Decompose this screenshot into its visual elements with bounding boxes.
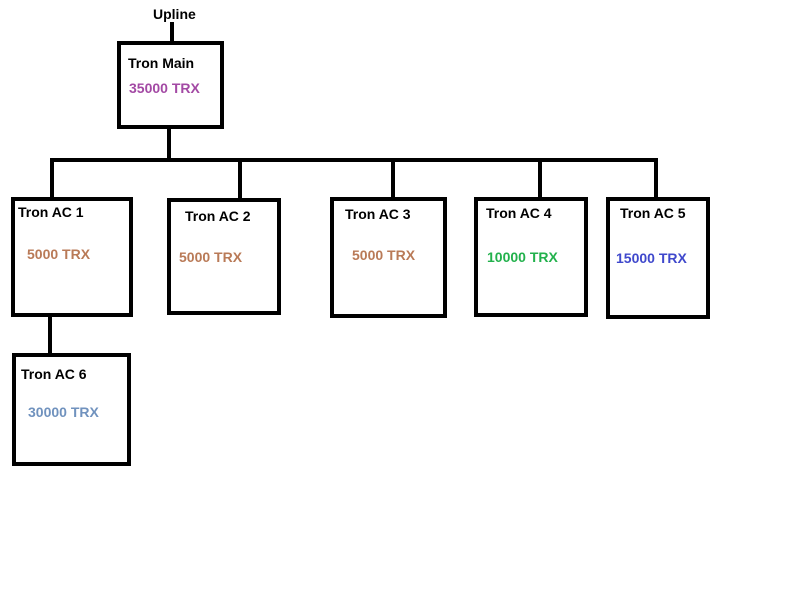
node-amount: 15000 TRX bbox=[616, 250, 687, 266]
node-tron-ac-6: Tron AC 6 30000 TRX bbox=[12, 353, 131, 466]
node-tron-ac-4: Tron AC 4 10000 TRX bbox=[474, 197, 588, 317]
node-amount: 10000 TRX bbox=[487, 249, 558, 265]
node-tron-main: Tron Main 35000 TRX bbox=[117, 41, 224, 129]
node-box bbox=[12, 353, 131, 466]
node-title: Tron AC 6 bbox=[21, 366, 87, 382]
node-box bbox=[474, 197, 588, 317]
node-amount: 5000 TRX bbox=[27, 246, 91, 262]
node-tron-ac-1: Tron AC 1 5000 TRX bbox=[11, 197, 133, 317]
node-box bbox=[606, 197, 710, 319]
node-tron-ac-5: Tron AC 5 15000 TRX bbox=[606, 197, 710, 319]
node-title: Tron AC 4 bbox=[486, 205, 552, 221]
node-amount: 30000 TRX bbox=[28, 404, 99, 420]
node-box bbox=[330, 197, 447, 318]
node-tron-ac-2: Tron AC 2 5000 TRX bbox=[167, 198, 281, 315]
node-title: Tron AC 3 bbox=[345, 206, 411, 222]
node-box bbox=[167, 198, 281, 315]
connectors bbox=[48, 22, 658, 355]
node-box bbox=[117, 41, 224, 129]
node-title: Tron AC 1 bbox=[18, 204, 84, 220]
node-amount: 35000 TRX bbox=[129, 80, 200, 96]
node-amount: 5000 TRX bbox=[352, 247, 416, 263]
node-tron-ac-3: Tron AC 3 5000 TRX bbox=[330, 197, 447, 318]
node-box bbox=[11, 197, 133, 317]
node-title: Tron AC 2 bbox=[185, 208, 251, 224]
upline-label: Upline bbox=[153, 6, 196, 22]
node-amount: 5000 TRX bbox=[179, 249, 243, 265]
node-title: Tron AC 5 bbox=[620, 205, 686, 221]
node-title: Tron Main bbox=[128, 55, 194, 71]
